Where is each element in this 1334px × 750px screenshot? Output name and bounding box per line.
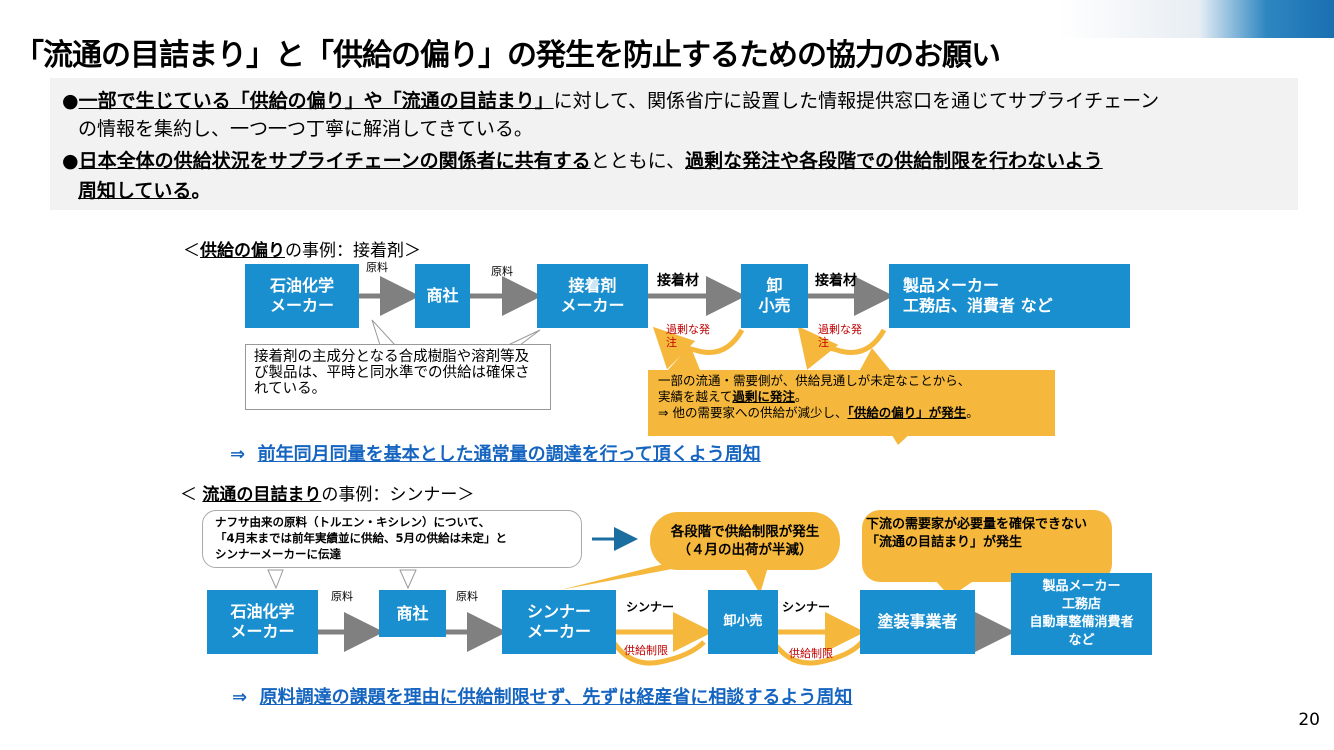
page-number: 20 xyxy=(1298,710,1320,730)
conclusion-arrow-icon: ⇒ xyxy=(232,687,248,708)
callout-line-3: ⇒ 他の需要家への供給が減少し、「供給の偏り」が発生。 xyxy=(658,405,1045,421)
note2-line-2: 「4月末までは前年実績並に供給、5月の供給は未定」と xyxy=(215,531,508,545)
limit-curve-1 xyxy=(609,638,706,666)
bullet-2-highlight-1: 日本全体の供給状況をサプライチェーンの関係者に共有する xyxy=(78,150,591,172)
edge-label-raw-material-2: 原料 xyxy=(491,265,513,278)
section-2-heading-keyword: 流通の目詰まり xyxy=(202,485,322,505)
callout-line-2-a: 実績を越えて xyxy=(658,389,733,404)
note-pointer-2 xyxy=(507,329,541,346)
section-1-conclusion-text: 前年同月同量を基本とした通常量の調達を行って頂くよう周知 xyxy=(257,444,761,465)
bullet-2-text: とともに、 xyxy=(590,150,686,172)
callout-line-3-a: ⇒ 他の需要家への供給が減少し、 xyxy=(658,405,848,420)
section-2-heading-open: ＜ xyxy=(180,485,203,505)
section-1-heading-open: ＜ xyxy=(183,241,200,261)
bullet-1: ●一部で生じている「供給の偏り」や「流通の目詰まり」に対して、関係省庁に設置した… xyxy=(62,86,1159,116)
over-order-label-1: 過剰な発注 xyxy=(666,323,710,349)
callout-line-3-b: 「供給の偏り」が発生 xyxy=(847,405,967,420)
edge2-label-raw-material-1: 原料 xyxy=(331,590,353,603)
edge-label-raw-material-1: 原料 xyxy=(366,261,388,274)
supply-limit-label-2: 供給制限 xyxy=(789,647,833,660)
bullet-dot-icon: ● xyxy=(62,150,79,172)
intro-panel xyxy=(50,78,1298,210)
section-1-heading: ＜供給の偏りの事例：接着剤＞ xyxy=(183,236,421,261)
callout-pointer-2 xyxy=(860,348,890,370)
bullet-2-highlight-2: 過剰な発注や各段階での供給制限を行わないよう xyxy=(685,150,1103,172)
note2-pointer-1 xyxy=(267,569,284,590)
section-1-heading-keyword: 供給の偏り xyxy=(200,241,285,261)
node-end-users: 製品メーカー 工務店、消費者 など xyxy=(889,264,1130,328)
bullet-dot-icon: ● xyxy=(62,90,79,112)
header-accent-fade xyxy=(1059,0,1199,38)
node2-wholesale-retail: 卸小売 xyxy=(708,590,778,654)
over-order-curve-2 xyxy=(797,326,887,370)
section-2-callout-1: 各段階で供給制限が発生 （４月の出荷が半減） xyxy=(650,512,840,570)
bullet-1-line2: の情報を集約し、一つ一つ丁寧に解消してきている。 xyxy=(78,118,533,140)
conclusion-arrow-icon: ⇒ xyxy=(230,444,246,465)
node2-petrochem-maker: 石油化学 メーカー xyxy=(207,590,318,654)
callout-line-3-c: 。 xyxy=(966,405,979,420)
limit-curve-2 xyxy=(769,638,864,666)
edge2-label-thinner-1: シンナー xyxy=(626,600,675,614)
edge2-label-thinner-2: シンナー xyxy=(782,600,831,614)
page-title: 「流通の目詰まり」と「供給の偏り」の発生を防止するための協力のお願い xyxy=(14,38,1001,73)
note2-line-3: シンナーメーカーに伝達 xyxy=(215,547,342,561)
edge-label-adhesive-1: 接着材 xyxy=(657,273,699,289)
header-accent-bar xyxy=(1199,0,1334,38)
section-1-note: 接着剤の主成分となる合成樹脂や溶剤等及び製品は、平時と同水準での供給は確保されて… xyxy=(245,344,551,410)
callout2-pointer xyxy=(935,580,975,597)
section-2-conclusion-text: 原料調達の課題を理由に供給制限せず、先ずは経産省に相談するよう周知 xyxy=(259,687,853,708)
node-trading-company: 商社 xyxy=(415,264,470,328)
section-2-heading: ＜ 流通の目詰まりの事例：シンナー＞ xyxy=(180,480,474,505)
callout-pointer-1 xyxy=(668,345,700,370)
bullet-1-text: に対して、関係省庁に設置した情報提供窓口を通じてサプライチェーン xyxy=(553,90,1160,112)
supply-limit-label-1: 供給制限 xyxy=(624,644,668,657)
callout-line-2: 実績を越えて過剰に発注。 xyxy=(658,389,1045,405)
node-adhesive-maker: 接着剤 メーカー xyxy=(537,264,648,328)
bullet-1-highlight: 一部で生じている「供給の偏り」や「流通の目詰まり」 xyxy=(78,90,554,112)
node2-end-users: 製品メーカー 工務店 自動車整備消費者 など xyxy=(1011,573,1152,655)
callout-line-1: 一部の流通・需要側が、供給見通しが未定なことから、 xyxy=(658,373,971,388)
section-1-heading-rest: の事例：接着剤＞ xyxy=(285,241,421,261)
callout-line-2-b: 過剰に発注 xyxy=(732,389,795,404)
edge-label-adhesive-2: 接着材 xyxy=(815,273,857,289)
node-petrochem-maker: 石油化学 メーカー xyxy=(245,264,359,328)
bullet-2-highlight-3: 周知している xyxy=(78,180,192,202)
callout-line-2-c: 。 xyxy=(794,389,808,404)
note-pointer-1 xyxy=(371,319,397,346)
over-order-label-2: 過剰な発注 xyxy=(818,323,862,349)
section-2-callout-2: 下流の需要家が必要量を確保できない 「流通の目詰まり」が発生 xyxy=(862,510,1112,582)
section-2-heading-rest: の事例：シンナー＞ xyxy=(321,485,475,505)
node2-painting-business: 塗装事業者 xyxy=(860,590,975,654)
node-wholesale-retail: 卸 小売 xyxy=(741,264,808,328)
section-1-callout: 一部の流通・需要側が、供給見通しが未定なことから、 実績を越えて過剰に発注。 ⇒… xyxy=(648,370,1055,436)
node2-thinner-maker: シンナー メーカー xyxy=(502,590,616,654)
section-2-conclusion: ⇒ 原料調達の課題を理由に供給制限せず、先ずは経産省に相談するよう周知 xyxy=(232,683,852,709)
bullet-2: ●日本全体の供給状況をサプライチェーンの関係者に共有するとともに、過剰な発注や各… xyxy=(62,146,1103,176)
section-1-conclusion: ⇒ 前年同月同量を基本とした通常量の調達を行って頂くよう周知 xyxy=(230,440,761,466)
edge2-label-raw-material-2: 原料 xyxy=(456,590,478,603)
node2-trading-company: 商社 xyxy=(379,590,446,637)
over-order-curve-1 xyxy=(652,326,745,370)
section-2-note: ナフサ由来の原料（トルエン・キシレン）について、 「4月末までは前年実績並に供給… xyxy=(202,510,582,568)
bullet-2-line2: 周知している。 xyxy=(78,176,210,206)
bullet-2-end: 。 xyxy=(191,180,211,202)
note2-line-1: ナフサ由来の原料（トルエン・キシレン）について、 xyxy=(215,515,491,529)
note2-pointer-2 xyxy=(399,569,417,590)
